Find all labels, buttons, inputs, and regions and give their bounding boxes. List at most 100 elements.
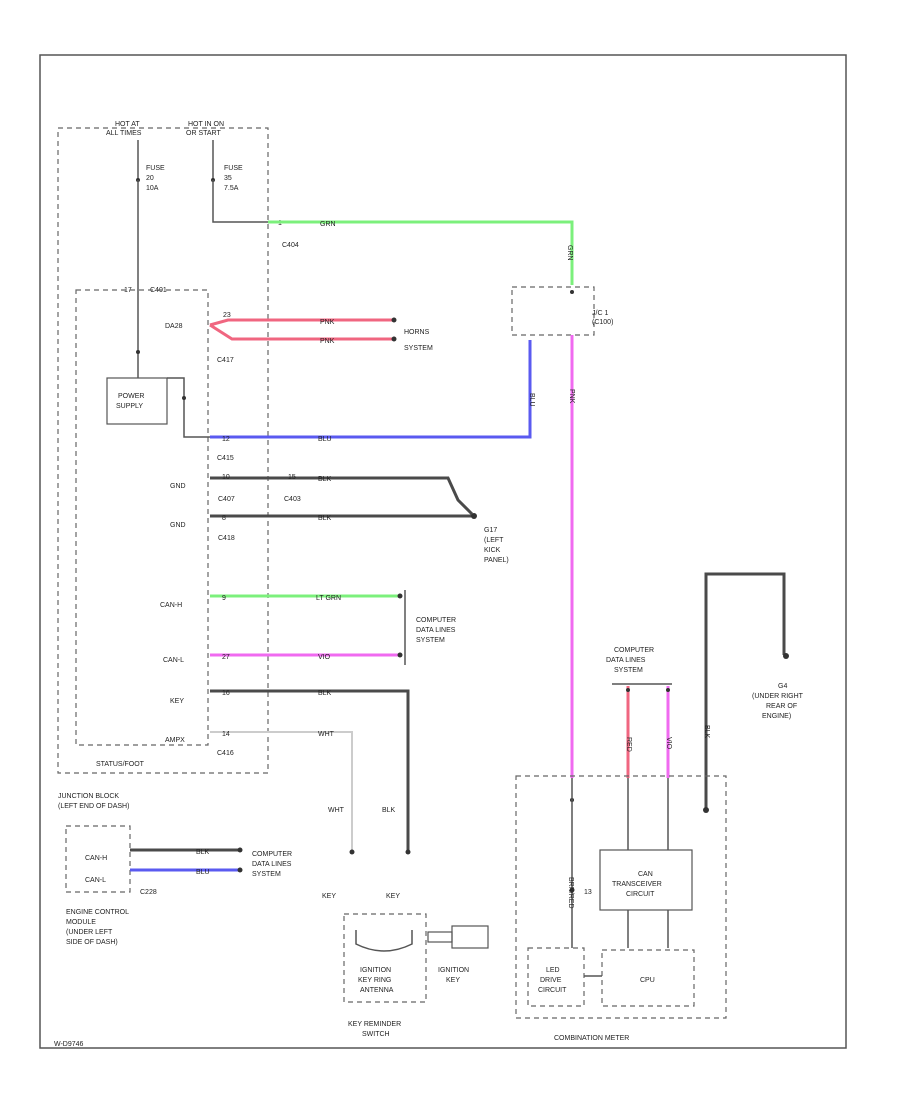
signal-gnd-2: GND (170, 522, 186, 529)
svg-text:ENGINE): ENGINE) (762, 713, 791, 720)
connector-c416: C416 (217, 750, 234, 757)
svg-text:COMPUTER: COMPUTER (614, 647, 654, 654)
signal-da28: DA28 (165, 323, 183, 330)
wire-blk-key (210, 689, 410, 852)
pin-14: 14 (222, 731, 230, 738)
combination-meter-label: COMBINATION METER (554, 1035, 629, 1042)
svg-text:POWER: POWER (118, 393, 144, 400)
key-switch-pin-2: KEY (386, 893, 400, 900)
connector-c403: C403 (284, 496, 301, 503)
wire-label-pnk-meter: PNK (568, 389, 575, 404)
combination-meter-outline (515, 775, 727, 1019)
wire-label-wht: WHT (318, 731, 335, 738)
wire-wht (210, 731, 353, 852)
target-computer-data-lines-2: COMPUTER DATA LINES SYSTEM (252, 851, 292, 878)
signal-can-l: CAN-L (163, 657, 184, 664)
pin-15: 15 (288, 474, 296, 481)
pin-13: 13 (584, 889, 592, 896)
cpu-box (601, 949, 695, 1007)
pin-8: 8 (222, 515, 226, 522)
fuse-box-outline (57, 127, 269, 774)
fuse-20: FUSE 20 10A (136, 140, 165, 192)
svg-text:REAR OF: REAR OF (766, 703, 797, 710)
svg-text:CIRCUIT: CIRCUIT (626, 891, 655, 898)
ecm-wire-blk: BLK (196, 849, 210, 856)
pin-27: 27 (222, 654, 230, 661)
svg-text:DATA LINES: DATA LINES (606, 657, 646, 664)
svg-text:7.5A: 7.5A (224, 185, 239, 192)
key-switch-outline (343, 913, 427, 1003)
svg-text:LED: LED (546, 967, 560, 974)
svg-text:COMPUTER: COMPUTER (416, 617, 456, 624)
svg-text:ALL TIMES: ALL TIMES (106, 130, 142, 137)
pin-16: 16 (222, 690, 230, 697)
svg-text:PANEL): PANEL) (484, 557, 509, 564)
svg-text:10A: 10A (146, 185, 159, 192)
wire-label-blu-vertical: BLU (528, 393, 535, 407)
ignition-key-1: IGNITION (438, 967, 469, 974)
jc1-label: J/C 1 (592, 310, 608, 317)
svg-text:IGNITION: IGNITION (360, 967, 391, 974)
diagram-frame (39, 54, 847, 1049)
pin-9: 9 (222, 595, 226, 602)
signal-key: KEY (170, 698, 184, 705)
ecm-wire-blu: BLU (196, 869, 210, 876)
connector-c418: C418 (218, 535, 235, 542)
svg-text:HOT IN ON: HOT IN ON (188, 121, 224, 128)
svg-text:35: 35 (224, 175, 232, 182)
connector-c417: C417 (217, 357, 234, 364)
led-drive-box (527, 947, 585, 1007)
svg-text:MODULE: MODULE (66, 919, 96, 926)
svg-text:(UNDER RIGHT: (UNDER RIGHT (752, 693, 804, 700)
svg-text:DATA LINES: DATA LINES (416, 627, 456, 634)
svg-text:DATA LINES: DATA LINES (252, 861, 292, 868)
wire-label-blk-g4: BLK (703, 725, 710, 739)
key-switch-label-2: SWITCH (362, 1031, 390, 1038)
junction-block-label-2: (LEFT END OF DASH) (58, 803, 129, 810)
svg-text:(UNDER LEFT: (UNDER LEFT (66, 929, 113, 936)
svg-text:ANTENNA: ANTENNA (360, 987, 394, 994)
wire-label-lt-grn: LT GRN (316, 595, 341, 602)
ecm-can-h: CAN-H (85, 855, 107, 862)
module-label: STATUS/FOOT (96, 761, 145, 768)
wire-pnk-2 (209, 323, 392, 341)
svg-text:SYSTEM: SYSTEM (416, 637, 445, 644)
wire-grn (268, 220, 574, 285)
junction-connector-jc1 (511, 286, 595, 336)
target-g17: G17 (LEFT KICK PANEL) (484, 527, 509, 564)
svg-text:SYSTEM: SYSTEM (252, 871, 281, 878)
ignition-key-icon (427, 925, 489, 949)
wire-label-grn: GRN (320, 221, 336, 228)
ecm-outline (65, 825, 131, 893)
ecm-can-l: CAN-L (85, 877, 106, 884)
key-switch-pin-1: KEY (322, 893, 336, 900)
svg-text:FUSE: FUSE (146, 165, 165, 172)
key-switch-label-1: KEY REMINDER (348, 1021, 401, 1028)
svg-text:CIRCUIT: CIRCUIT (538, 987, 567, 994)
signal-can-h: CAN-H (160, 602, 182, 609)
pin-10: 10 (222, 474, 230, 481)
jc1-pin: (C100) (592, 319, 613, 326)
wire-pnk-1 (209, 318, 392, 327)
ecm-label: ENGINE CONTROL MODULE (UNDER LEFT SIDE O… (66, 909, 129, 946)
wire-label-grn-vertical: GRN (566, 245, 573, 261)
svg-text:HOT AT: HOT AT (115, 121, 140, 128)
svg-text:(LEFT: (LEFT (484, 537, 504, 544)
svg-text:SIDE OF DASH): SIDE OF DASH) (66, 939, 118, 946)
signal-ampx: AMPX (165, 737, 185, 744)
junction-block-label-1: JUNCTION BLOCK (58, 793, 119, 800)
pin-12: 12 (222, 436, 230, 443)
target-computer-data-lines-1: COMPUTER DATA LINES SYSTEM (416, 617, 456, 644)
footer-code: W-D9746 (54, 1041, 84, 1048)
wire-label-pnk-2: PNK (320, 338, 335, 345)
target-horns-1: HORNS (404, 329, 430, 336)
key-switch-wht: WHT (328, 807, 345, 814)
target-g4: G4 (UNDER RIGHT REAR OF ENGINE) (752, 683, 804, 720)
key-switch-blk: BLK (382, 807, 396, 814)
connector-c407: C407 (218, 496, 235, 503)
svg-text:KEY RING: KEY RING (358, 977, 391, 984)
svg-text:FUSE: FUSE (224, 165, 243, 172)
fuse-35: FUSE 35 7.5A (211, 140, 243, 192)
svg-text:DRIVE: DRIVE (540, 977, 562, 984)
power-supply-box (106, 377, 168, 425)
